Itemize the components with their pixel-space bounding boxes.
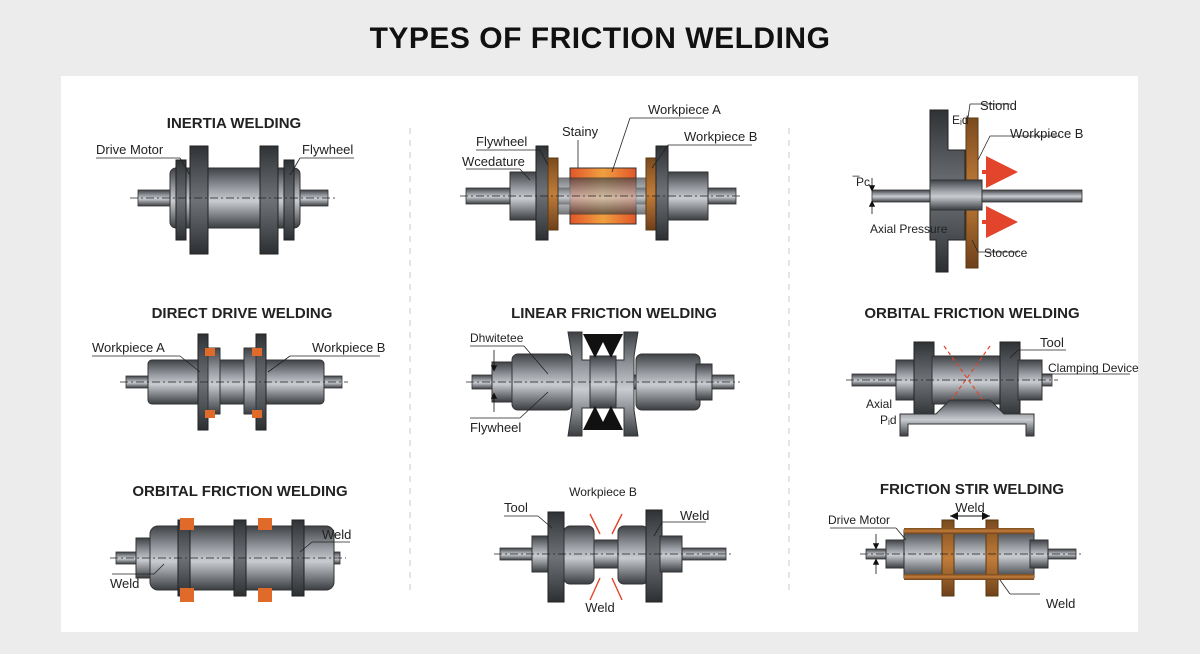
label-stiond: Stiond xyxy=(980,98,1017,113)
label-axial-pressure: Axial Pressure xyxy=(870,222,948,236)
direct-drive-heading: DIRECT DRIVE WELDING xyxy=(152,305,333,322)
label-ed: Eᵢd xyxy=(952,113,969,127)
label-clamping-device: Clamping Device xyxy=(1048,361,1139,375)
top-right-diagram: Eᵢd Stiond Workpiece B ̅Pᴄ Axial Pressur… xyxy=(852,98,1083,273)
label-workpiece-b: Workpiece B xyxy=(569,485,637,499)
bottom-middle-diagram: Workpiece B Tool Weld Weld xyxy=(494,485,732,615)
label-wcedature: Wcedature xyxy=(462,154,525,169)
label-weld-right: Weld xyxy=(322,527,351,542)
linear-heading: LINEAR FRICTION WELDING xyxy=(511,305,717,322)
inertia-welding-diagram: INERTIA WELDING Drive Motor Flywheel xyxy=(96,115,354,255)
page-title: TYPES OF FRICTION WELDING xyxy=(369,22,831,55)
label-axial: Axial xyxy=(866,397,892,411)
label-flywheel: Flywheel xyxy=(302,142,353,157)
label-weld-bottom: Weld xyxy=(1046,596,1075,611)
label-pc: ̅Pᴄ xyxy=(852,175,870,189)
inertia-heading: INERTIA WELDING xyxy=(167,115,301,132)
label-workpiece-a: Workpiece A xyxy=(648,102,721,117)
label-stococe: Stococe xyxy=(984,246,1028,260)
friction-stir-heading: FRICTION STIR WELDING xyxy=(880,481,1064,498)
friction-stir-welding-diagram: FRICTION STIR WELDING Weld Drive Motor W… xyxy=(828,481,1082,611)
orbital-left-heading: ORBITAL FRICTION WELDING xyxy=(132,483,347,500)
label-weld-left: Weld xyxy=(110,576,139,591)
label-workpiece-a: Workpiece A xyxy=(92,340,165,355)
label-weld-top: Weld xyxy=(955,500,984,515)
label-drive-motor: Drive Motor xyxy=(828,513,890,527)
orbital-right-diagram: ORBITAL FRICTION WELDING Tool Clamping D… xyxy=(846,305,1139,437)
label-workpiece-b: Workpiece B xyxy=(684,129,757,144)
label-stainy: Stainy xyxy=(562,124,599,139)
label-flywheel: Flywheel xyxy=(470,420,521,435)
label-flywheel: Flywheel xyxy=(476,134,527,149)
direct-drive-welding-diagram: DIRECT DRIVE WELDING Workpiece A Workpie… xyxy=(92,305,385,431)
top-middle-diagram: Flywheel Wcedature Stainy Workpiece A Wo… xyxy=(460,102,757,241)
label-workpiece-b: Workpiece B xyxy=(312,340,385,355)
label-dhwitetee: Dhwitetee xyxy=(470,331,524,345)
label-weld-right: Weld xyxy=(680,508,709,523)
label-workpiece-b: Workpiece B xyxy=(1010,126,1083,141)
linear-friction-welding-diagram: LINEAR FRICTION WELDING Dhwitetee Flywhe… xyxy=(466,305,740,437)
label-tool: Tool xyxy=(1040,335,1064,350)
label-tool: Tool xyxy=(504,500,528,515)
orbital-left-diagram: ORBITAL FRICTION WELDING Weld Weld xyxy=(110,483,351,602)
orbital-right-heading: ORBITAL FRICTION WELDING xyxy=(864,305,1079,322)
label-weld-bottom: Weld xyxy=(585,600,614,615)
label-pid: Pᵢd xyxy=(880,413,897,427)
label-drive-motor: Drive Motor xyxy=(96,142,164,157)
